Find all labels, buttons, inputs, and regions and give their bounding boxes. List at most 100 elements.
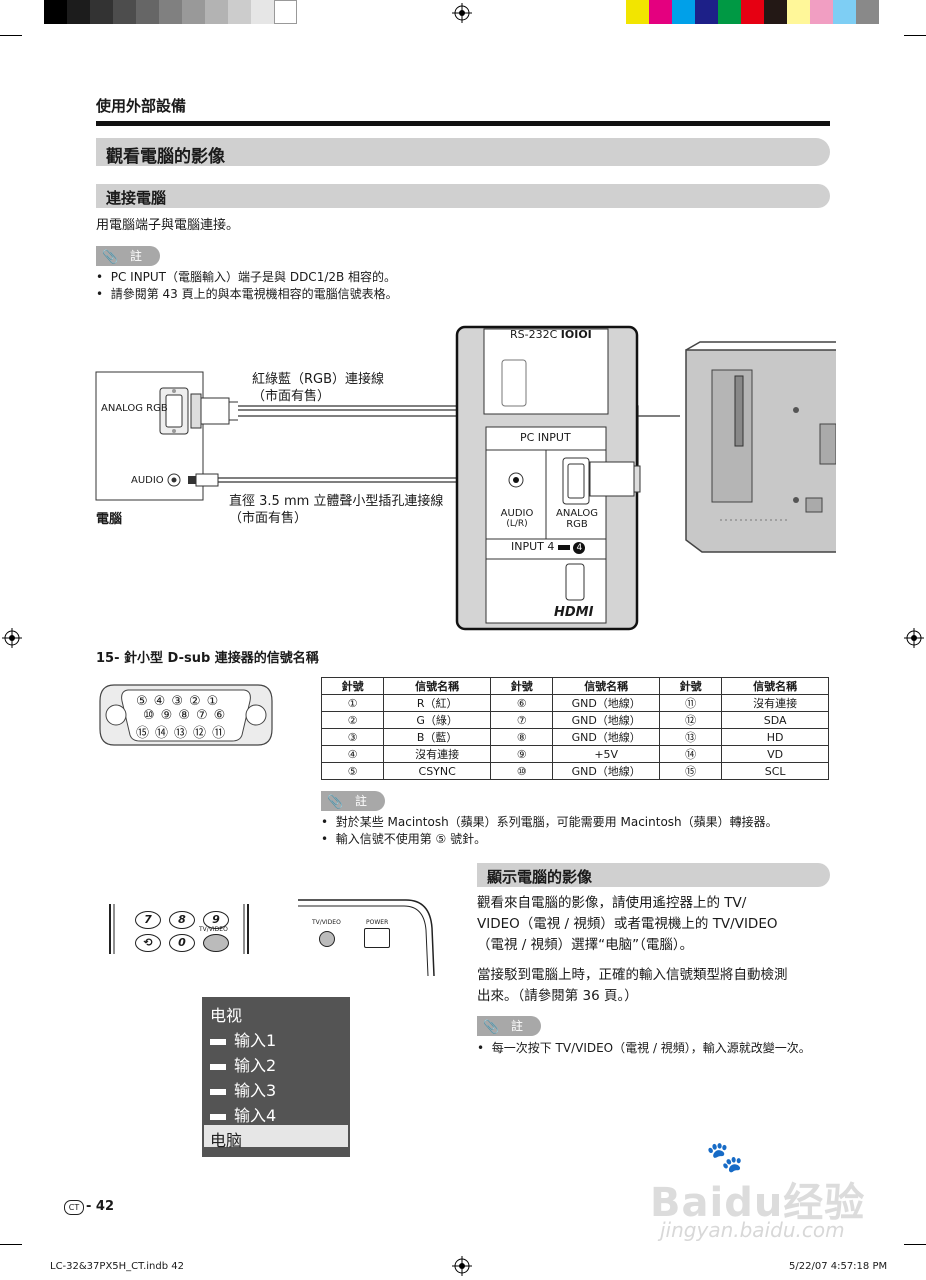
color-swatch: [718, 0, 741, 24]
color-swatch: [764, 0, 787, 24]
table-cell: ⑩: [490, 762, 554, 780]
rgb-cable-label: 紅綠藍（RGB）連接線: [252, 372, 385, 387]
menu-item-tv[interactable]: 电视: [210, 1006, 243, 1025]
table-cell: GND（地線）: [552, 711, 661, 729]
watermark-url: jingyan.baidu.com: [660, 1218, 845, 1242]
subsection-bar-display: 顯示電腦的影像: [477, 863, 830, 887]
pc-label: 電腦: [96, 512, 123, 527]
note-label: 註: [511, 1019, 524, 1033]
page-number: - 42: [86, 1199, 115, 1214]
table-cell: ⑥: [490, 694, 554, 712]
menu-selection-highlight: [204, 1125, 348, 1147]
section-title-bar: 觀看電腦的影像: [96, 138, 830, 167]
note-item: • 輸入信號不使用第 ⑤ 號針。: [321, 832, 487, 846]
rgb-cable-sub: （市面有售）: [252, 389, 331, 404]
table-cell: GND（地線）: [552, 762, 661, 780]
table-cell: ①: [320, 694, 385, 712]
subsection-title: 顯示電腦的影像: [487, 868, 593, 886]
remote-key-0[interactable]: 0: [169, 934, 195, 952]
language-badge: CT: [64, 1200, 84, 1215]
menu-item-input3[interactable]: 输入3: [210, 1077, 276, 1101]
remote-key-9[interactable]: 9: [203, 911, 229, 929]
menu-item-input1[interactable]: 输入1: [210, 1027, 276, 1051]
table-cell: CSYNC: [383, 762, 492, 780]
display-paragraph-1: 觀看來自電腦的影像，請使用遙控器上的 TV/ VIDEO（電視 / 視頻）或者電…: [477, 895, 778, 953]
menu-item-input4[interactable]: 输入4: [210, 1102, 276, 1126]
section-title: 觀看電腦的影像: [106, 147, 225, 167]
input-terminal-icon: [210, 1113, 226, 1120]
dsub-title: 15- 針小型 D-sub 連接器的信號名稱: [96, 651, 319, 666]
rs232c-symbol-icon: IOIOI: [560, 328, 592, 341]
input-terminal-icon: [210, 1088, 226, 1095]
dsub-row-3: ⑮⑭⑬⑫⑪: [136, 726, 232, 741]
note-label: 註: [130, 249, 143, 263]
menu-item-input2[interactable]: 输入2: [210, 1052, 276, 1076]
gray-swatch: [274, 0, 297, 24]
color-swatch: [856, 0, 879, 24]
input4-number-badge: 4: [573, 542, 586, 554]
intro-text: 用電腦端子與電腦連接。: [96, 218, 240, 233]
note-badge: 📎 註: [477, 1016, 541, 1036]
note-label: 註: [355, 794, 368, 808]
gray-swatch: [251, 0, 274, 24]
table-cell: ⑬: [659, 728, 723, 746]
table-header-row: 針號 信號名稱 針號 信號名稱 針號 信號名稱: [320, 677, 829, 695]
column-header: 針號: [320, 677, 385, 695]
column-header: 信號名稱: [552, 677, 661, 695]
column-header: 信號名稱: [383, 677, 492, 695]
table-cell: B（藍）: [383, 728, 492, 746]
remote-tvvideo-button[interactable]: [203, 934, 229, 952]
remote-key-7[interactable]: 7: [135, 911, 161, 929]
crop-mark: [0, 35, 22, 36]
note-badge: 📎 註: [96, 246, 160, 266]
input-terminal-icon: [210, 1063, 226, 1070]
registration-mark-top: [452, 3, 472, 23]
input-terminal-icon: [210, 1038, 226, 1045]
audio-lr-label: AUDIO(L/R): [500, 508, 534, 529]
table-cell: ③: [320, 728, 385, 746]
flashback-key-icon[interactable]: ⟲: [135, 934, 161, 952]
note-item: • 對於某些 Macintosh（蘋果）系列電腦，可能需要用 Macintosh…: [321, 815, 778, 829]
table-cell: ⑭: [659, 745, 723, 763]
menu-item-pc[interactable]: 电脑: [210, 1131, 243, 1150]
remote-key-8[interactable]: 8: [169, 911, 195, 929]
table-cell: ⑧: [490, 728, 554, 746]
gray-swatch: [44, 0, 67, 24]
table-cell: ④: [320, 745, 385, 763]
table-cell: HD: [721, 728, 829, 746]
note-badge: 📎 註: [321, 791, 385, 811]
color-swatch: [810, 0, 833, 24]
panel-tvvideo-button[interactable]: [319, 931, 335, 947]
registration-mark-left: [2, 628, 22, 648]
registration-mark-right: [904, 628, 924, 648]
color-swatch: [695, 0, 718, 24]
panel-power-label: POWER: [366, 919, 389, 926]
color-swatch: [649, 0, 672, 24]
connection-diagram: [95, 325, 836, 631]
table-cell: ⑮: [659, 762, 723, 780]
gray-swatch: [90, 0, 113, 24]
crop-mark: [904, 35, 926, 36]
pc-analog-rgb-label: ANALOG RGB: [101, 403, 168, 414]
crop-mark: [904, 1244, 926, 1245]
column-header: 針號: [490, 677, 554, 695]
tv-control-panel: [298, 899, 435, 977]
table-cell: GND（地線）: [552, 728, 661, 746]
color-swatch: [626, 0, 649, 24]
panel-power-button[interactable]: [364, 928, 390, 948]
table-cell: ②: [320, 711, 385, 729]
chapter-rule: [96, 121, 830, 126]
note-item: • 每一次按下 TV/VIDEO（電視 / 視頻），輸入源就改變一次。: [477, 1041, 811, 1055]
input4-label: INPUT 4 4: [511, 540, 586, 554]
column-header: 信號名稱: [721, 677, 829, 695]
column-header: 針號: [659, 677, 723, 695]
gray-swatch: [113, 0, 136, 24]
input-source-menu: 电视 输入1 输入2 输入3 输入4 电脑: [202, 997, 350, 1157]
registration-mark-bottom: [452, 1256, 472, 1276]
table-cell: ⑨: [490, 745, 554, 763]
